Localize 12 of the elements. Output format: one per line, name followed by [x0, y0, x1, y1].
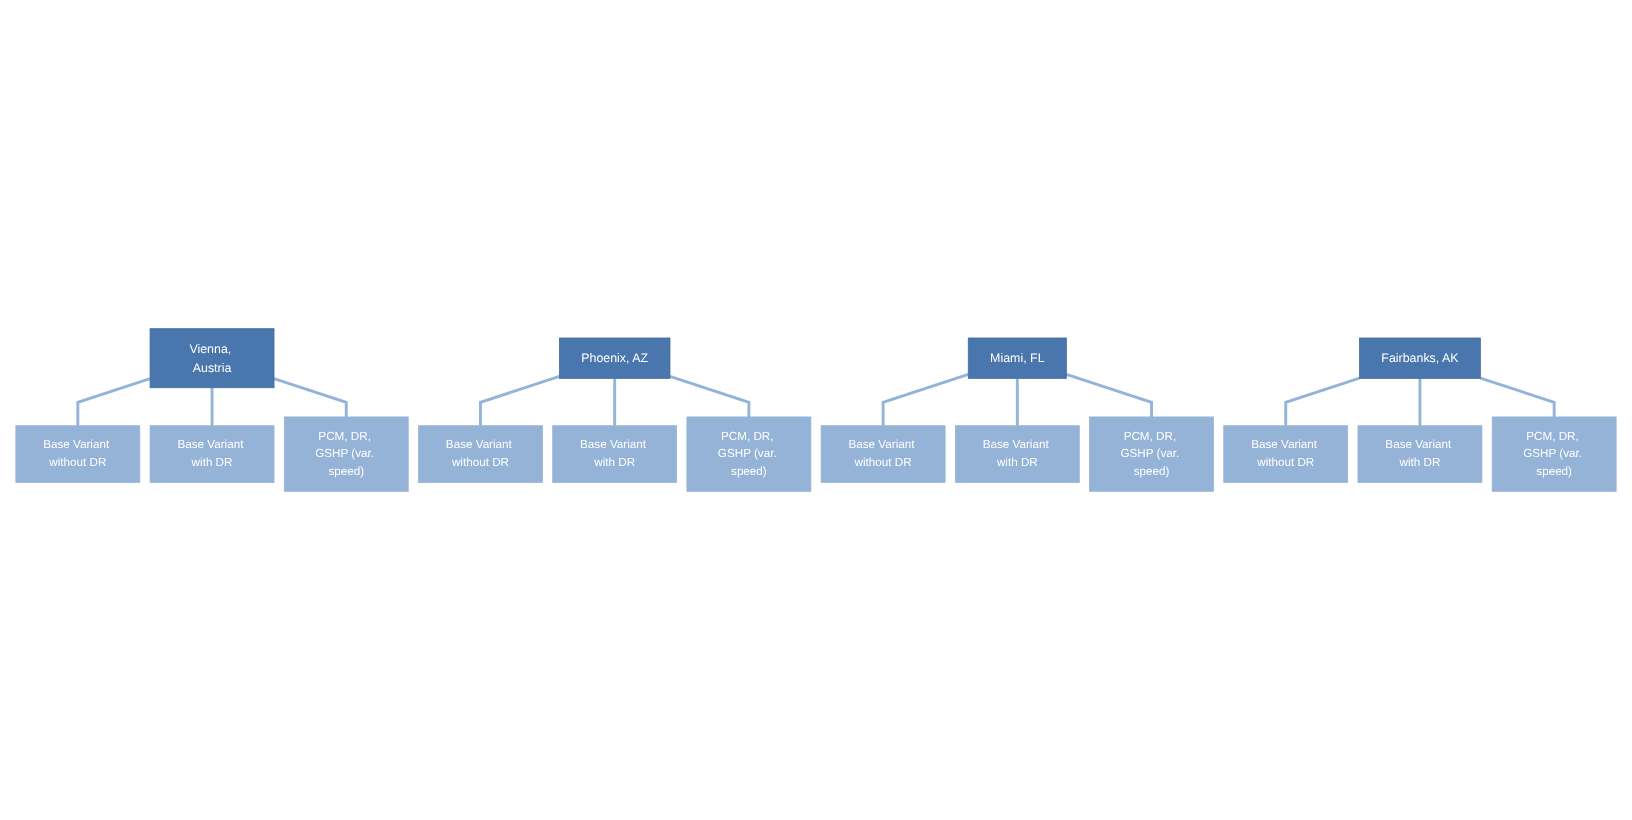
connector	[613, 378, 617, 426]
connector	[1065, 372, 1153, 417]
connector	[273, 377, 348, 417]
connector	[1015, 378, 1019, 426]
connector	[479, 375, 560, 426]
connector	[76, 377, 151, 426]
connector	[1284, 376, 1360, 426]
connector	[210, 387, 214, 426]
connector	[1479, 376, 1556, 417]
connector	[881, 372, 969, 426]
connector	[1418, 378, 1422, 426]
connector	[669, 375, 751, 417]
